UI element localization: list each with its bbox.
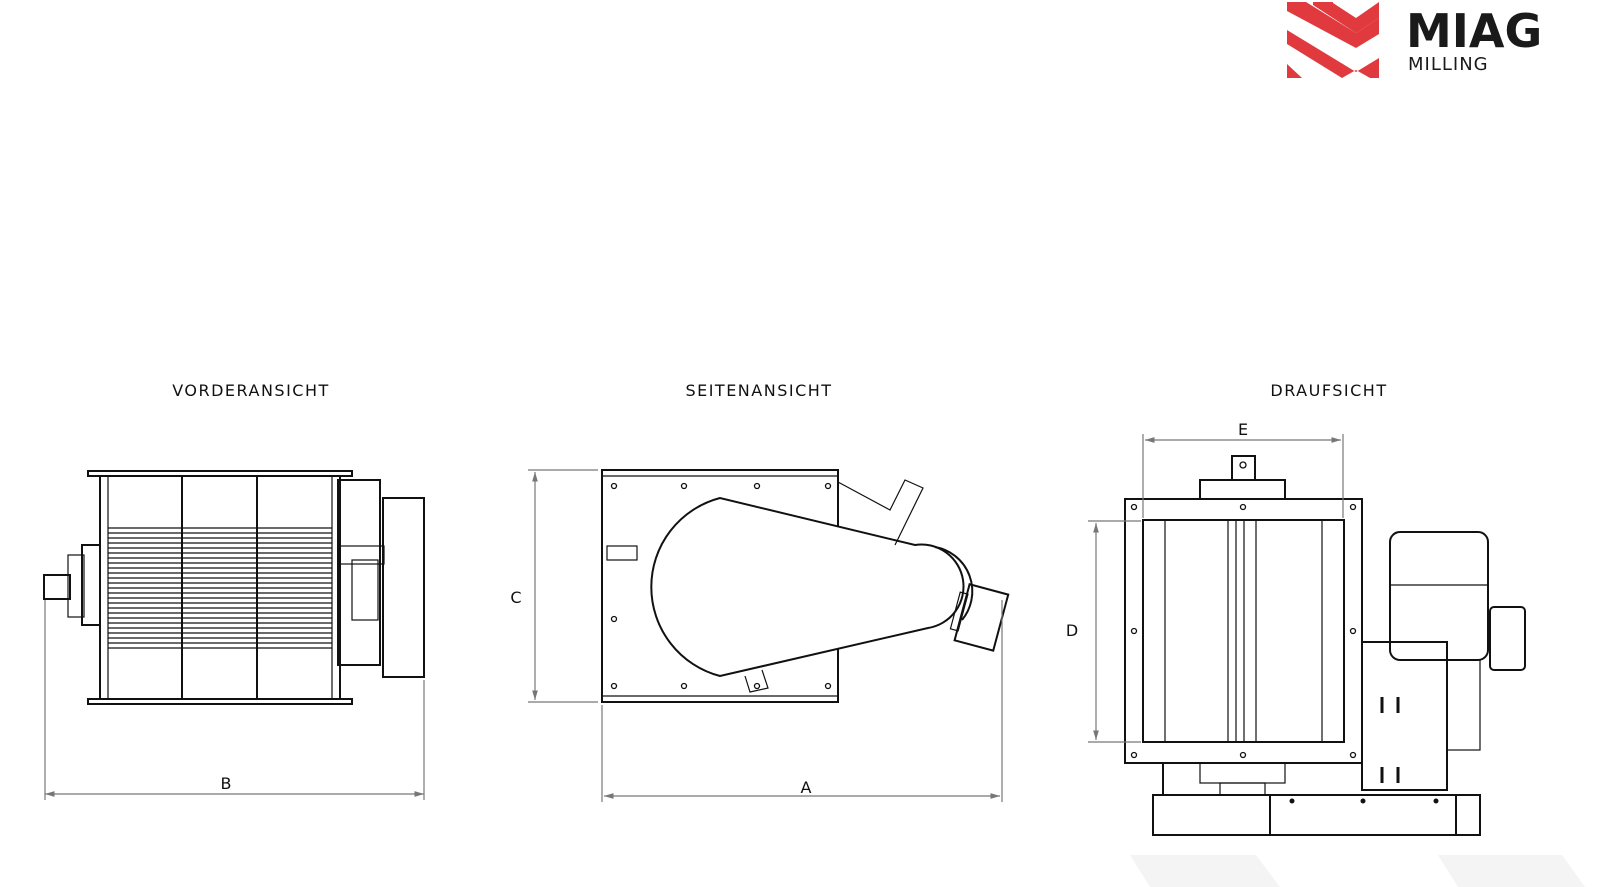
chevron-logo-icon <box>1287 2 1379 78</box>
watermark-shapes <box>1130 855 1585 887</box>
front-view-title: VORDERANSICHT <box>172 381 330 400</box>
dimension-c-label: C <box>510 588 521 607</box>
side-view-title: SEITENANSICHT <box>685 381 832 400</box>
logo-subtitle: MILLING <box>1408 54 1489 75</box>
top-view-title: DRAUFSICHT <box>1270 381 1387 400</box>
miag-logo: MIAG MILLING <box>1287 2 1542 78</box>
dimension-a-label: A <box>801 778 812 797</box>
logo-wordmark: MIAG <box>1406 4 1542 58</box>
dimension-b-label: B <box>221 774 232 793</box>
dimension-d-label: D <box>1066 621 1078 640</box>
dimension-e-label: E <box>1238 420 1248 439</box>
top-view-drawing: E D <box>1066 420 1526 836</box>
front-view-drawing: B <box>43 470 425 800</box>
side-view-drawing: C A <box>510 469 1010 802</box>
